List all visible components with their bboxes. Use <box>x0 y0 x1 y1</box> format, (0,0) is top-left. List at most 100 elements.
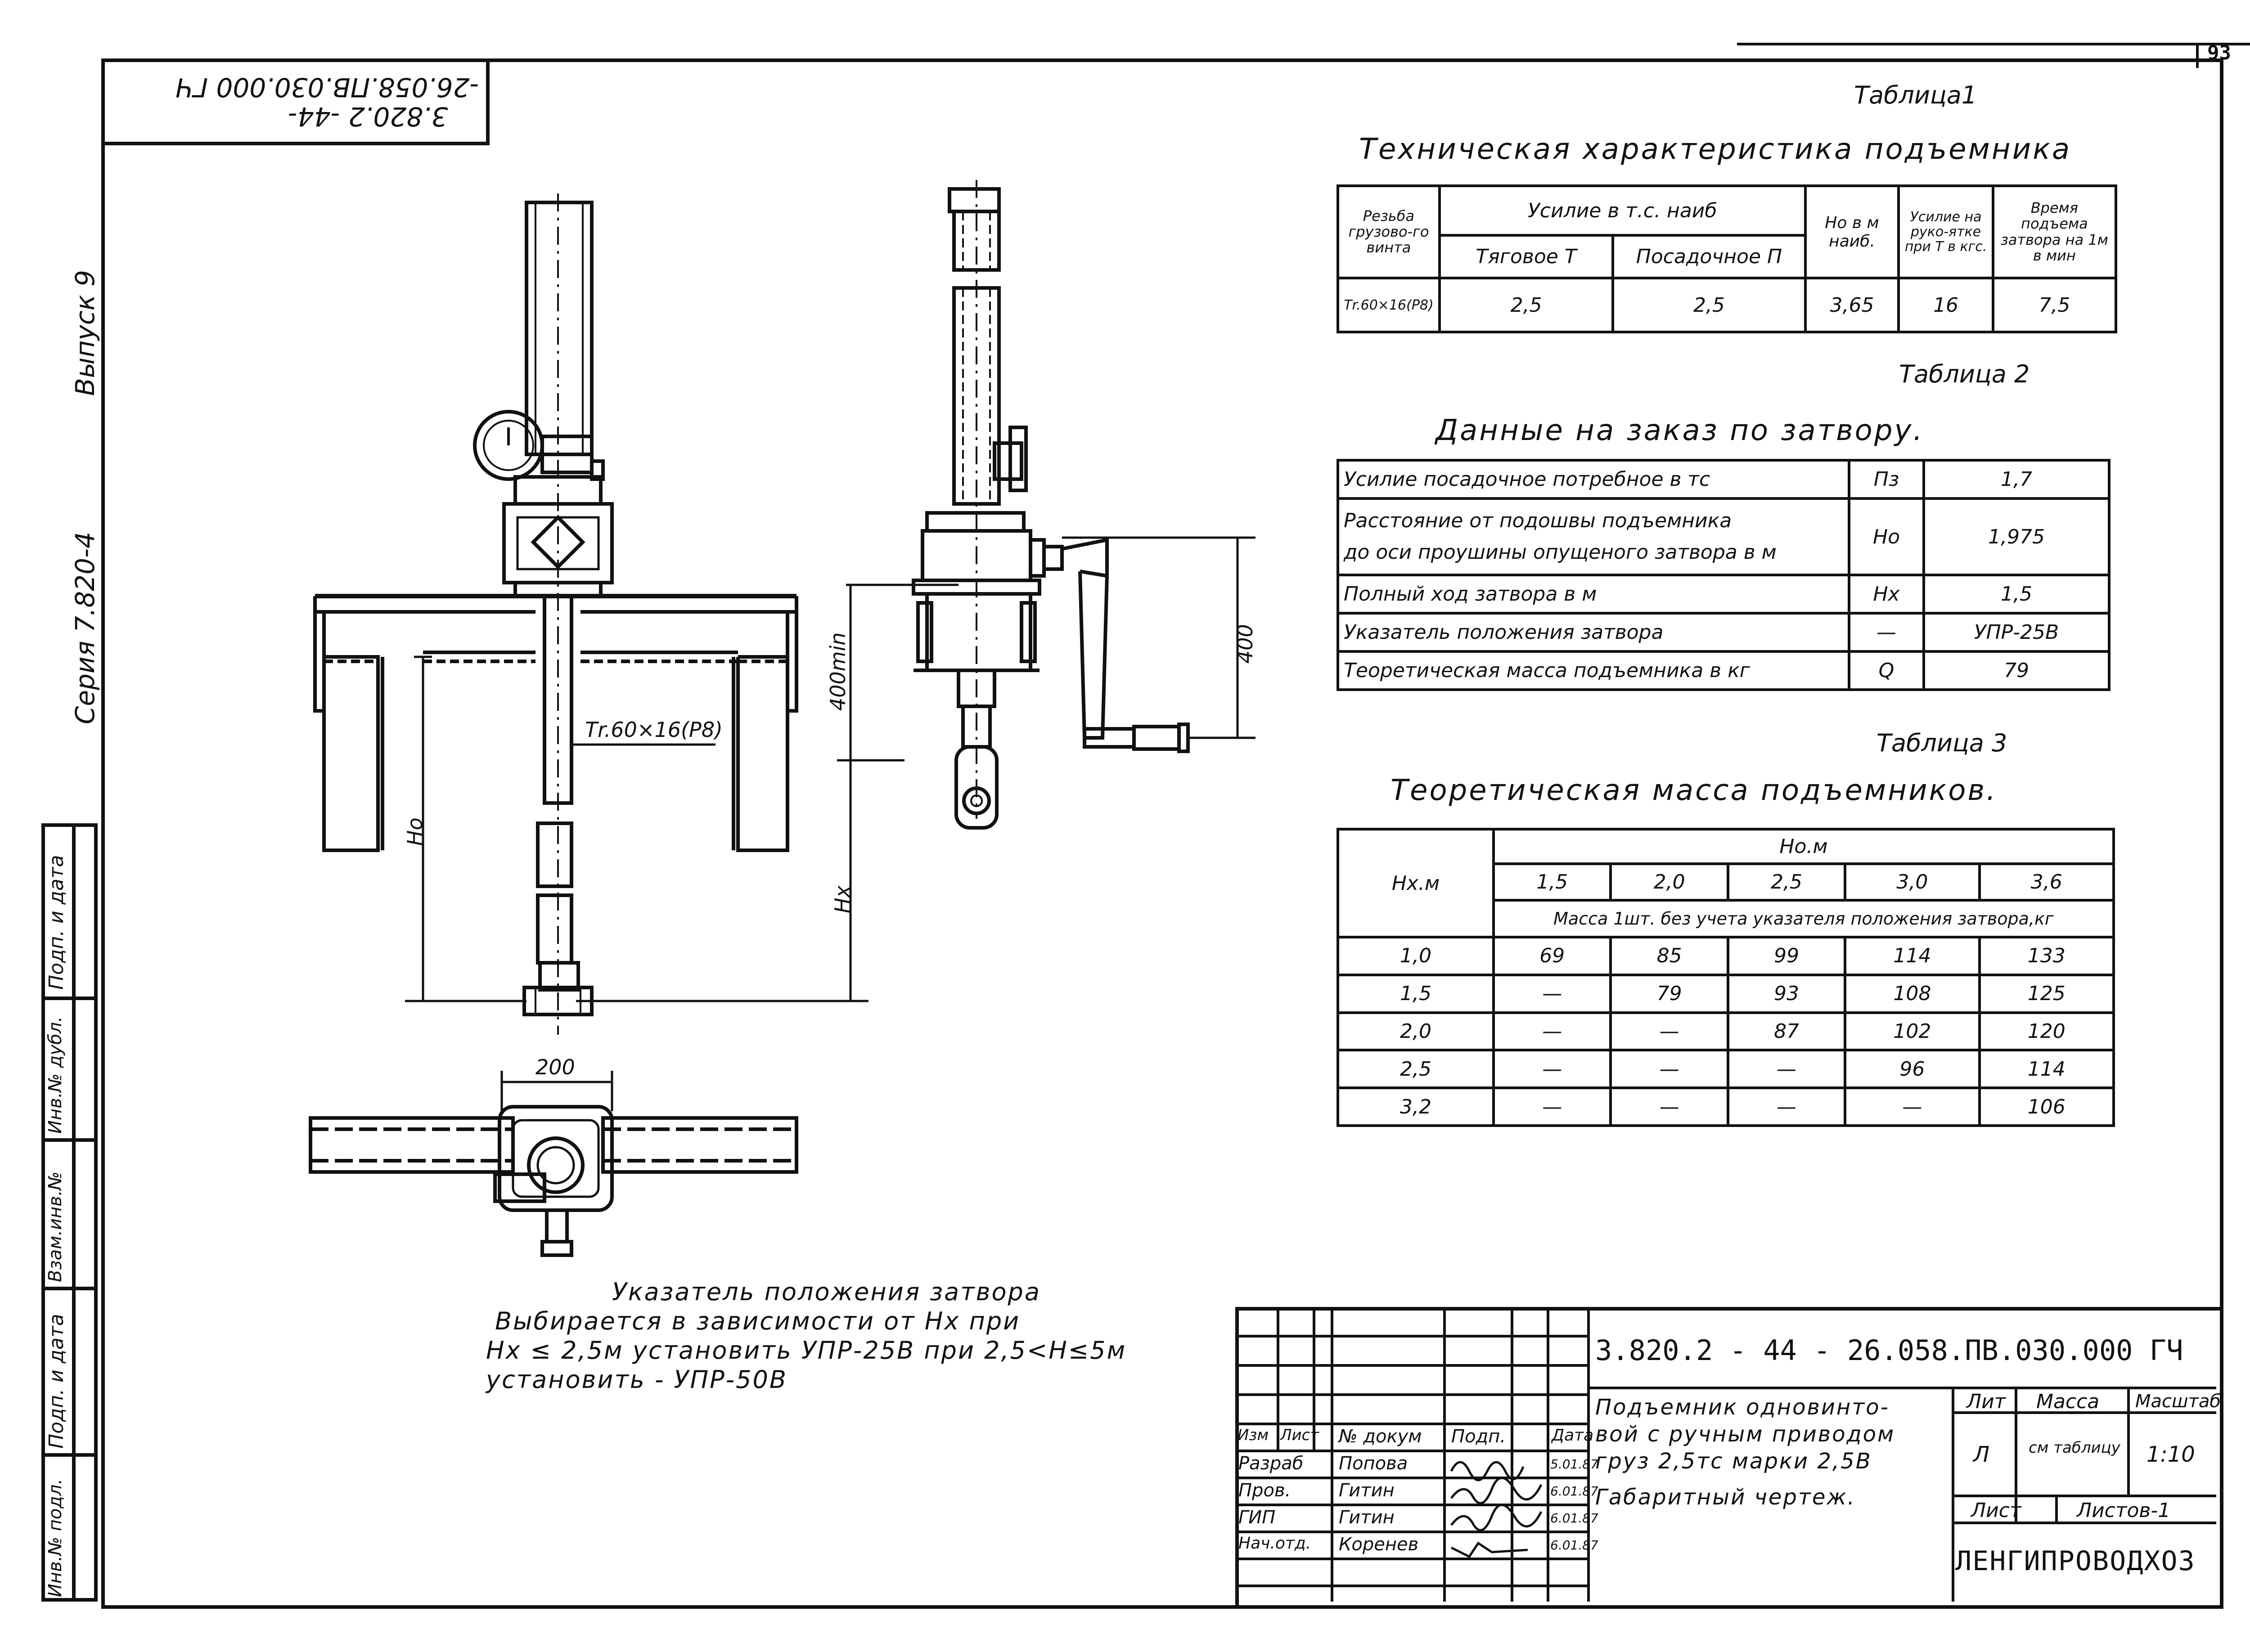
t2-sym-3: — <box>1848 612 1925 653</box>
note-line2: Выбирается в зависимости от Нх при <box>495 1307 1021 1335</box>
t1-thread: Тr.60×16(Р8) <box>1336 277 1441 333</box>
t3-r1-c4: 108 <box>1844 973 1981 1014</box>
t3-r0-c3: 99 <box>1726 936 1847 976</box>
title-block <box>1235 1307 2220 1605</box>
t2-val-0: 1,7 <box>1922 459 2110 500</box>
scale-value: 1:10 <box>2146 1442 2195 1467</box>
strip-sep-4 <box>41 1453 98 1457</box>
t3-r4-c1: — <box>1492 1086 1612 1127</box>
t3-r1-c5: 125 <box>1978 973 2115 1014</box>
top-rule <box>1737 43 2200 45</box>
sheet-number: 93 <box>2207 41 2231 64</box>
table1-caption: Таблица1 <box>1854 81 1977 109</box>
plan-view <box>309 1071 798 1257</box>
left-margin-strip <box>41 823 98 1602</box>
t3-r2-c5: 120 <box>1978 1011 2115 1052</box>
name-line3: груз 2,5тс марки 2,5В <box>1595 1449 1872 1474</box>
signature-0 <box>1450 1461 1525 1481</box>
t1-seating: 2,5 <box>1611 277 1807 333</box>
mass-value: см таблицу <box>2029 1439 2120 1457</box>
col-izm: Изм <box>1238 1426 1269 1444</box>
name-line2: вой с ручным приводом <box>1595 1422 1895 1447</box>
date-3: 6.01.87 <box>1550 1538 1598 1553</box>
t1-h-force: Усилие в т.с. наиб <box>1438 184 1807 237</box>
name-2: Гитин <box>1339 1507 1395 1528</box>
t2-label-2: Полный ход затвора в м <box>1336 574 1850 615</box>
t3-r0-c2: 85 <box>1609 936 1729 976</box>
t1-h-handle: Усилие на руко-ятке при Т в кгс. <box>1897 184 1994 279</box>
org-name: ЛЕНГИПРОВОДХОЗ <box>1955 1545 2196 1577</box>
doc-code: 3.820.2 - 44 - 26.058.ПВ.030.000 ГЧ <box>1595 1334 2183 1367</box>
t3-r3-c1: — <box>1492 1049 1612 1090</box>
note-line1: Указатель положения затвора <box>612 1278 1041 1306</box>
table1-title: Техническая характеристика подъемника <box>1359 133 2072 166</box>
t3-ho-4: 3,6 <box>1978 862 2115 902</box>
top-left-stamp <box>104 61 490 145</box>
role-2: ГИП <box>1238 1507 1276 1528</box>
t3-r4-hx: 3,2 <box>1336 1086 1495 1127</box>
t2-sym-1: Но <box>1848 497 1925 576</box>
t2-val-1: 1,975 <box>1922 497 2110 576</box>
name-line1: Подъемник одновинто- <box>1595 1395 1890 1420</box>
dim-200: 200 <box>536 1055 575 1079</box>
t3-hx-header: Нх.м <box>1336 827 1495 939</box>
t3-ho-2: 2,5 <box>1726 862 1847 902</box>
col-date: Дата <box>1552 1426 1594 1445</box>
t2-val-4: 79 <box>1922 650 2110 691</box>
table2-caption: Таблица 2 <box>1899 360 2030 388</box>
front-view <box>313 193 958 1035</box>
signature-3 <box>1450 1541 1528 1558</box>
t1-h-traction: Тяговое Т <box>1438 234 1615 279</box>
t3-r3-hx: 2,5 <box>1336 1049 1495 1090</box>
t2-label-1b: до оси проушины опущеного затвора в м <box>1344 541 1777 564</box>
t3-ho-1: 2,0 <box>1609 862 1729 902</box>
name-line4: Габаритный чертеж. <box>1595 1485 1856 1510</box>
t2-val-2: 1,5 <box>1922 574 2110 615</box>
sheet-number-box <box>2196 43 2250 68</box>
t1-hb: 3,65 <box>1804 277 1900 333</box>
date-1: 6.01.87 <box>1550 1484 1598 1499</box>
table3-caption: Таблица 3 <box>1876 729 2007 757</box>
name-3: Коренев <box>1339 1534 1419 1555</box>
t3-r3-c3: — <box>1726 1049 1847 1090</box>
strip-sep-2 <box>41 1138 98 1142</box>
table2-title: Данные на заказ по затвору. <box>1436 414 1924 447</box>
table2: Усилие посадочное потребное в тс Пз 1,7 … <box>1336 459 2110 691</box>
role-0: Разраб <box>1238 1453 1304 1474</box>
t3-mass-header: Масса 1шт. без учета указателя положения… <box>1492 899 2115 939</box>
sheets-label: Листов-1 <box>2077 1499 2171 1522</box>
date-2: 6.01.87 <box>1550 1511 1598 1526</box>
t3-r0-c5: 133 <box>1978 936 2115 976</box>
thread-label: Тr.60×16(Р8) <box>585 718 723 742</box>
mass-label: Масса <box>2036 1390 2100 1413</box>
sheet-label: Лист <box>1971 1499 2021 1522</box>
t3-r2-c3: 87 <box>1726 1011 1847 1052</box>
note-line3: Нх ≤ 2,5м установить УПР-25В при 2,5<Н≤5… <box>486 1336 1127 1365</box>
strip-sep-1 <box>41 997 98 1000</box>
strip-col <box>72 823 76 1602</box>
signature-2 <box>1450 1504 1543 1531</box>
t3-r0-c1: 69 <box>1492 936 1612 976</box>
t2-label-1: Расстояние от подошвы подъемника до оси … <box>1336 497 1850 576</box>
col-sign: Подп. <box>1451 1426 1506 1447</box>
t3-r2-hx: 2,0 <box>1336 1011 1495 1052</box>
t1-h-hb: Но в м наиб. <box>1804 184 1900 279</box>
t3-r0-c4: 114 <box>1844 936 1981 976</box>
t1-handle: 16 <box>1897 277 1994 333</box>
t1-time: 7,5 <box>1991 277 2118 333</box>
t3-r1-c1: — <box>1492 973 1612 1014</box>
t3-ho-3: 3,0 <box>1844 862 1981 902</box>
lit-label: Лит <box>1966 1390 2006 1413</box>
t2-sym-2: Нх <box>1848 574 1925 615</box>
table3-title: Теоретическая масса подъемников. <box>1390 774 1998 807</box>
t1-traction: 2,5 <box>1438 277 1615 333</box>
side-view <box>912 180 1256 830</box>
t2-label-3: Указатель положения затвора <box>1336 612 1850 653</box>
signature-1 <box>1450 1477 1543 1504</box>
col-doc: № докум <box>1339 1426 1422 1447</box>
t1-h-thread: Резьба грузово-го винта <box>1336 184 1441 279</box>
t2-val-3: УПР-25В <box>1922 612 2110 653</box>
t3-r4-c3: — <box>1726 1086 1847 1127</box>
